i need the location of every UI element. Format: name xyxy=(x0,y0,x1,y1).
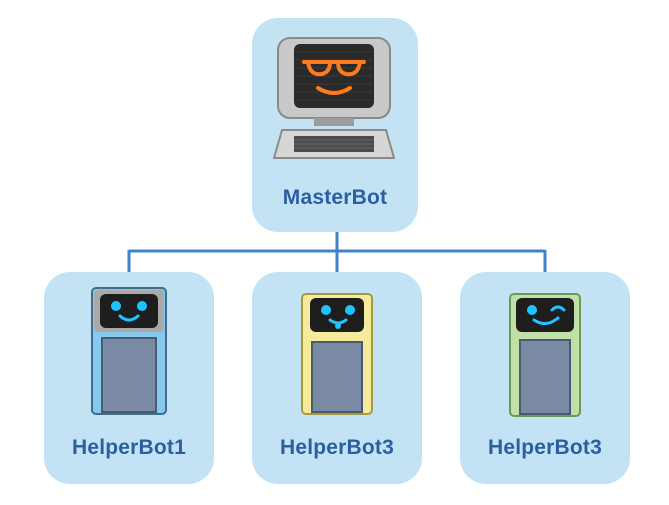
computer-robot-icon xyxy=(272,37,396,159)
helper-robot-icon xyxy=(301,293,373,415)
helper-robot-icon xyxy=(509,293,581,417)
helperbot-label-2: HelperBot3 xyxy=(279,436,395,459)
masterbot-node: MasterBot xyxy=(252,18,418,232)
helperbot-label-1: HelperBot1 xyxy=(71,436,187,459)
masterbot-label: MasterBot xyxy=(282,186,388,209)
helperbot-node-3: HelperBot3 xyxy=(460,272,630,484)
helperbot-label-3: HelperBot3 xyxy=(487,436,603,459)
helperbot-node-1: HelperBot1 xyxy=(44,272,214,484)
helper-robot-icon xyxy=(91,287,167,415)
helperbot-node-2: HelperBot3 xyxy=(252,272,422,484)
